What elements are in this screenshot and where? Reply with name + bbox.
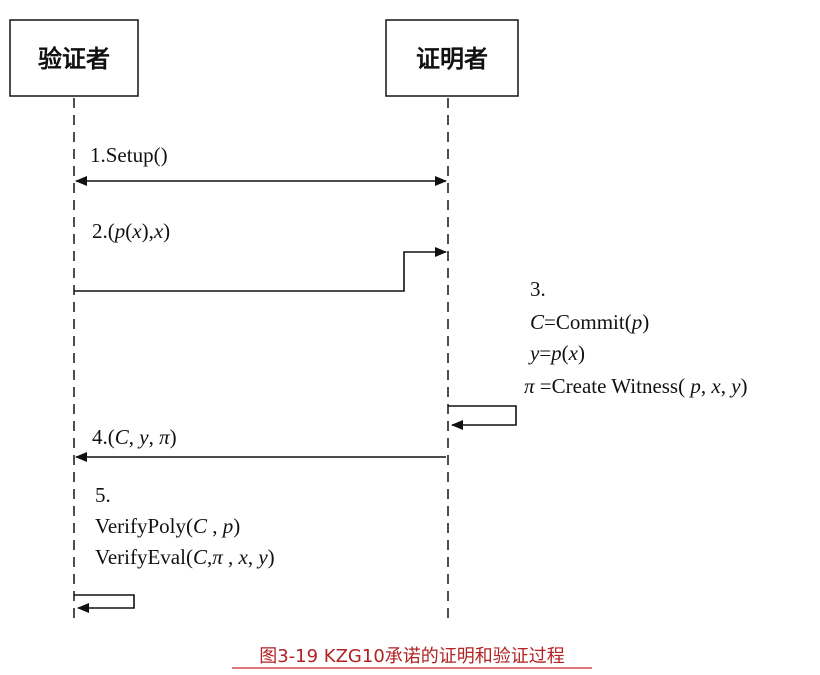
- message-5-p: p: [221, 514, 234, 538]
- message-3-comma2: ,: [721, 374, 732, 398]
- message-5-C: C: [193, 514, 208, 538]
- message-5-pi: π: [212, 545, 223, 569]
- message-2-p: p: [113, 219, 126, 243]
- message-4-y: y: [137, 425, 149, 449]
- actor-box-verifier: [9, 19, 139, 97]
- message-3-close3: ): [741, 374, 748, 398]
- message-3-comma1: ,: [701, 374, 712, 398]
- message-5-comma0: ,: [207, 545, 212, 569]
- actor-verifier: 验证者: [9, 19, 139, 97]
- message-3-p2: p: [549, 341, 562, 365]
- message-5-label: 5. VerifyPoly(C , p) VerifyEval(C,π , x,…: [95, 483, 275, 569]
- message-5-comma2: ,: [248, 545, 259, 569]
- message-2-close: ): [163, 219, 170, 243]
- message-3-arrow: [448, 405, 517, 430]
- message-3-number: 3.: [530, 277, 546, 301]
- message-3-line-1: C=Commit(p): [530, 310, 649, 334]
- message-4-label: 4.(C, y, π): [92, 425, 177, 449]
- message-2-x2: x: [153, 219, 164, 243]
- message-5-x: x: [238, 545, 249, 569]
- message-2-x: x: [131, 219, 142, 243]
- message-5-line-2: VerifyEval(C,π , x, y): [95, 545, 275, 569]
- message-3-y3: y: [729, 374, 741, 398]
- message-3-label: 3. C=Commit(p) y=p(x) π =Create Witness(…: [524, 277, 748, 398]
- message-5-line-1: VerifyPoly(C , p): [95, 514, 240, 538]
- message-1-label: 1.Setup(): [90, 143, 168, 167]
- message-3-y: y: [528, 341, 540, 365]
- actor-box-prover: [385, 19, 519, 97]
- message-3-open: (: [562, 341, 569, 365]
- message-3-line-2: y=p(x): [528, 341, 585, 365]
- message-5-number: 5.: [95, 483, 111, 507]
- message-4-pi: π: [159, 425, 170, 449]
- message-3-eq: =: [539, 341, 551, 365]
- message-3-C: C: [530, 310, 545, 334]
- message-3-p: p: [630, 310, 643, 334]
- message-4-close: ): [170, 425, 177, 449]
- message-5-y: y: [256, 545, 268, 569]
- message-5-arrow: [74, 594, 135, 613]
- message-4-C: C: [115, 425, 130, 449]
- message-3-witness: =Create Witness(: [535, 374, 691, 398]
- message-4-open: (: [108, 425, 115, 449]
- message-2-paren-inner: (: [125, 219, 132, 243]
- message-2-close-inner: ): [142, 219, 149, 243]
- message-2-number: 2.: [92, 219, 108, 243]
- message-3-x: x: [568, 341, 579, 365]
- message-3-line-3: π =Create Witness( p, x, y): [524, 374, 748, 398]
- message-5-C2: C: [193, 545, 208, 569]
- message-3-p3: p: [688, 374, 701, 398]
- message-1-name: Setup(): [106, 143, 168, 167]
- message-5-close: ): [233, 514, 240, 538]
- actor-label-verifier: 验证者: [38, 45, 110, 73]
- message-2-label: 2.(p(x),x): [92, 219, 170, 243]
- message-4-comma1: ,: [129, 425, 140, 449]
- message-3-x3: x: [710, 374, 721, 398]
- message-2-comma: ,: [149, 219, 154, 243]
- actor-prover: 证明者: [385, 19, 519, 97]
- message-2-paren: (: [108, 219, 115, 243]
- message-5-verifyeval: VerifyEval(: [95, 545, 193, 569]
- message-2-arrow: [74, 247, 447, 292]
- message-5-comma: ,: [207, 514, 223, 538]
- message-1-number: 1.: [90, 143, 106, 167]
- actor-label-prover: 证明者: [416, 45, 488, 73]
- message-4-comma2: ,: [149, 425, 160, 449]
- message-5-close2: ): [268, 545, 275, 569]
- figure-caption: 图3-19 KZG10承诺的证明和验证过程: [259, 646, 565, 667]
- message-3-close2: ): [578, 341, 585, 365]
- message-3-close: ): [642, 310, 649, 334]
- message-3-pi: π: [524, 374, 535, 398]
- message-5-comma1: ,: [223, 545, 239, 569]
- message-4-number: 4.: [92, 425, 108, 449]
- message-5-verifypoly: VerifyPoly(: [95, 514, 193, 538]
- message-3-commit: =Commit(: [544, 310, 632, 334]
